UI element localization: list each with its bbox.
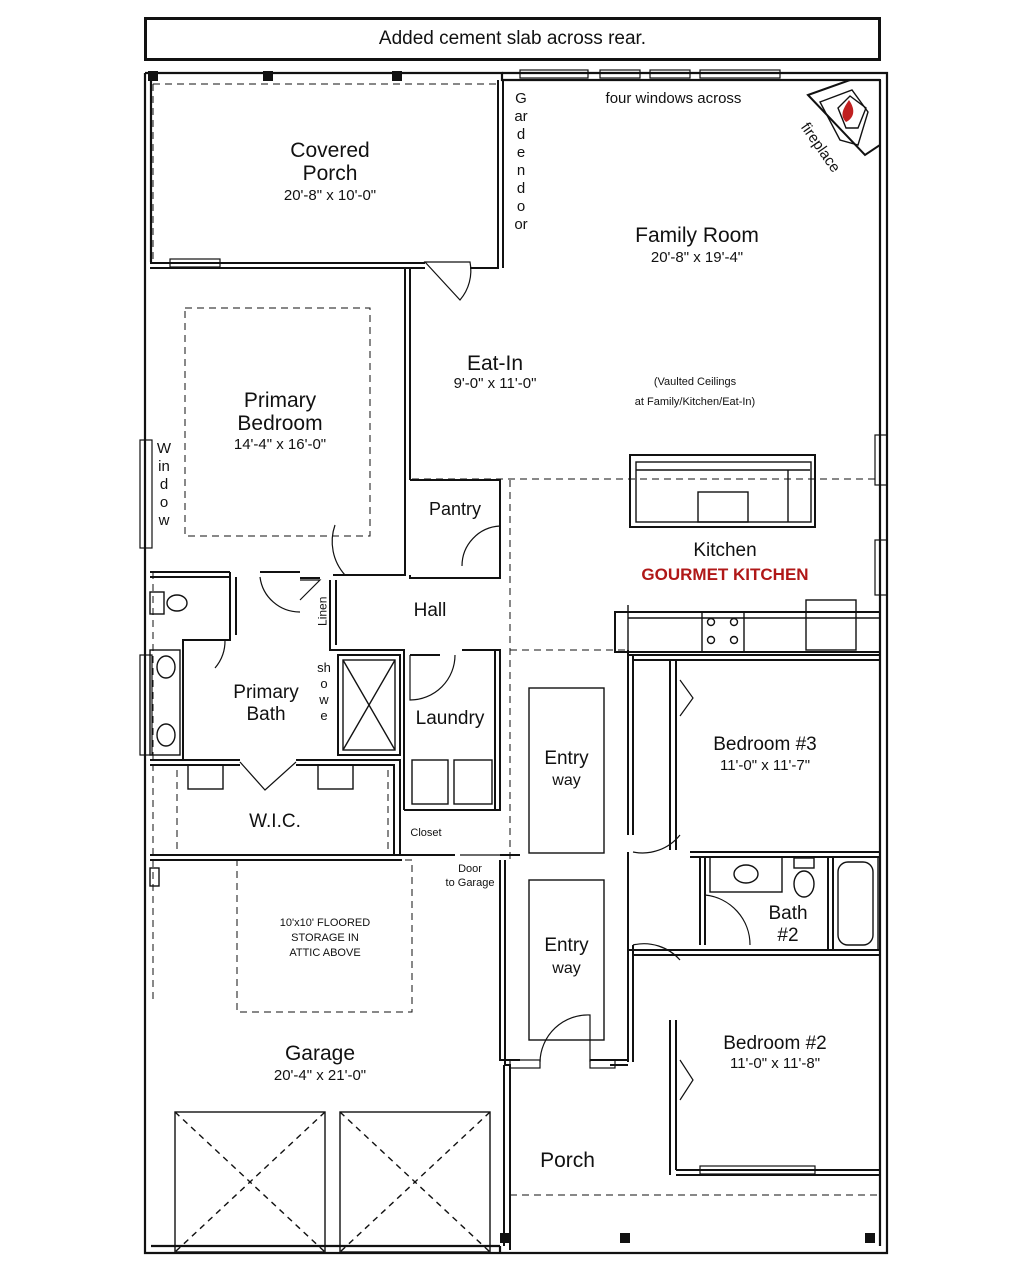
covered-porch-dim: 20'-8" x 10'-0" [283, 187, 377, 204]
kitchen-name: Kitchen [693, 540, 757, 561]
entry-rug-lower [528, 879, 605, 1041]
banner-note: Added cement slab across rear. [144, 17, 881, 61]
bedroom2-name: Bedroom #2 [723, 1033, 827, 1054]
pantry-name: Pantry [428, 499, 482, 519]
bath-fixtures [149, 591, 879, 951]
posts [148, 71, 875, 1243]
door-to-garage-1: Door [458, 863, 482, 875]
family-room-dim: 20'-8" x 19'-4" [650, 249, 744, 266]
covered-porch-name-1: Covered [290, 139, 370, 162]
window-label: Window [156, 440, 172, 529]
bedroom3-dim: 11'-0" x 11'-7" [719, 757, 811, 774]
bath2-name-2: #2 [777, 925, 799, 946]
wic-name: W.I.C. [249, 811, 301, 832]
kitchen-island [629, 454, 816, 528]
eat-in-name: Eat-In [466, 352, 524, 375]
garden-door-label: Garden door [514, 90, 528, 233]
closet-label: Closet [410, 827, 442, 839]
entry-lower-name-1: Entry [544, 935, 589, 956]
attic-note-3: ATTIC ABOVE [289, 947, 361, 959]
vaulted-note-2: at Family/Kitchen/Eat-In) [634, 396, 756, 408]
shower-label: showe [317, 660, 331, 723]
fireplace-unit [806, 79, 881, 157]
linen-label: Linen [315, 596, 330, 626]
laundry-name: Laundry [415, 708, 485, 729]
windows-note: four windows across [605, 90, 742, 107]
interior-walls [150, 268, 615, 1250]
vaulted-note-1: (Vaulted Ceilings [653, 376, 737, 388]
covered-porch-name-2: Porch [302, 162, 358, 185]
family-room-name: Family Room [635, 224, 759, 247]
garage-doors [174, 1111, 491, 1253]
garage-dim: 20'-4" x 21'-0" [273, 1067, 367, 1084]
primary-bedroom-dim: 14'-4" x 16'-0" [233, 436, 327, 453]
primary-bath-name-2: Bath [246, 704, 286, 725]
porch-walls [150, 80, 504, 269]
windows [139, 69, 888, 1175]
attic-note-2: STORAGE IN [291, 932, 359, 944]
primary-bath-name-1: Primary [233, 682, 299, 703]
entry-upper-name-1: Entry [544, 748, 589, 769]
shower-stall [337, 654, 401, 756]
entry-lower-name-2: way [552, 960, 581, 977]
porch-name: Porch [540, 1149, 595, 1172]
bedroom2-dim: 11'-0" x 11'-8" [729, 1055, 821, 1072]
door-to-garage-2: to Garage [445, 877, 495, 889]
door-swings [183, 261, 751, 1101]
right-wing-walls [610, 650, 880, 1176]
entry-rug-upper [528, 687, 605, 854]
kitchen-counter [614, 599, 881, 655]
attic-note-1: 10'x10' FLOORED [279, 917, 371, 929]
eat-in-dim: 9'-0" x 11'-0" [453, 375, 537, 392]
primary-bedroom-name-1: Primary [243, 389, 317, 412]
bedroom3-name: Bedroom #3 [713, 734, 817, 755]
gourmet-kitchen-label: GOURMET KITCHEN [641, 565, 809, 584]
garage-name: Garage [284, 1042, 356, 1065]
primary-bedroom-name-2: Bedroom [237, 412, 323, 435]
entry-upper-name-2: way [552, 772, 581, 789]
bath2-name-1: Bath [768, 903, 808, 924]
hall-name: Hall [413, 600, 447, 621]
fire-icon [842, 100, 854, 122]
